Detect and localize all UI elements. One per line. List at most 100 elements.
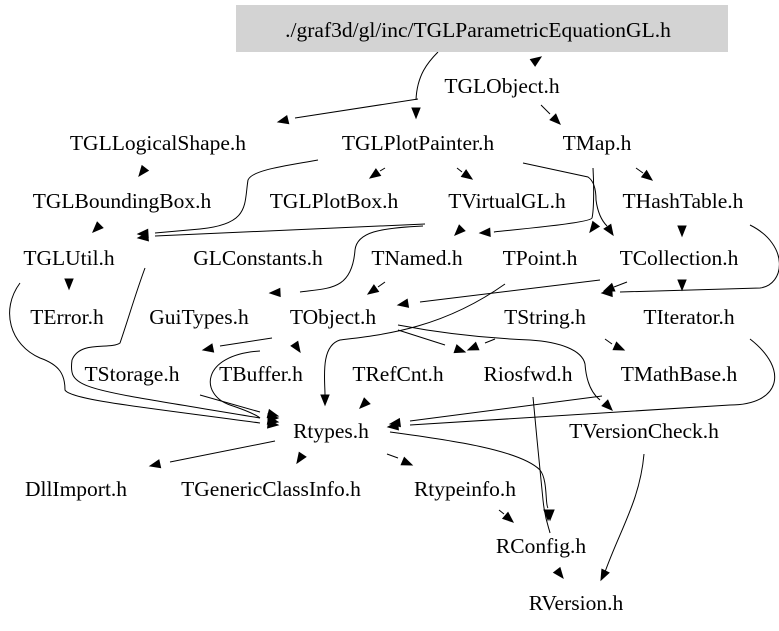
node-tglplotpainter[interactable]: TGLPlotPainter.h	[342, 131, 495, 155]
arrowhead-icon	[552, 566, 564, 580]
edge-line	[494, 167, 595, 233]
root-node-label[interactable]: ./graf3d/gl/inc/TGLParametricEquationGL.…	[285, 18, 671, 42]
node-tobject[interactable]: TObject.h	[290, 305, 376, 329]
node-tmathbase[interactable]: TMathBase.h	[621, 362, 738, 386]
edge-line	[377, 281, 386, 288]
arrowhead-icon	[400, 456, 414, 466]
edge-rconfig-to-rversion	[552, 566, 564, 580]
arrowhead-icon	[677, 279, 687, 292]
edge-tobject-to-tbuffer	[290, 340, 301, 354]
edge-line	[199, 394, 261, 413]
arrowhead-icon	[148, 459, 162, 469]
arrowhead-icon	[478, 227, 491, 238]
edge-rtypes-to-dllimport	[148, 440, 276, 469]
edge-line	[522, 162, 608, 227]
node-guitypes[interactable]: GuiTypes.h	[149, 305, 249, 329]
node-rconfig[interactable]: RConfig.h	[496, 534, 586, 558]
node-rtypes[interactable]: Rtypes.h	[293, 419, 369, 443]
arrowhead-icon	[589, 220, 601, 234]
node-dllimport[interactable]: DllImport.h	[25, 477, 127, 501]
edge-tversioncheck-to-rversion	[600, 453, 645, 582]
edge-line	[604, 453, 645, 573]
edge-line	[299, 225, 424, 293]
arrowhead-icon	[320, 394, 330, 407]
edge-line	[154, 223, 426, 237]
edge-line	[323, 283, 506, 396]
arrowhead-icon	[296, 451, 307, 465]
arrowhead-icon	[677, 225, 687, 238]
edge-line	[294, 98, 419, 119]
arrowhead-icon	[454, 224, 466, 236]
node-rversion[interactable]: RVersion.h	[529, 591, 624, 615]
edge-tcollection-to-titerator	[677, 279, 687, 292]
node-terror[interactable]: TError.h	[30, 305, 104, 329]
node-tbuffer[interactable]: TBuffer.h	[219, 362, 303, 386]
edge-tglplotpainter-to-tvirtualgl	[456, 167, 474, 180]
arrowhead-icon	[290, 340, 301, 354]
arrowhead-icon	[366, 284, 380, 295]
node-titerator[interactable]: TIterator.h	[643, 305, 735, 329]
edge-line	[635, 167, 644, 174]
arrowhead-icon	[460, 169, 474, 180]
node-tglutil[interactable]: TGLUtil.h	[23, 246, 115, 270]
arrowhead-icon	[138, 164, 150, 178]
edge-line	[484, 338, 496, 344]
node-tglboundingbox[interactable]: TGLBoundingBox.h	[33, 189, 212, 213]
edge-tstring-to-tmathbase	[604, 338, 626, 351]
edge-rtypes-to-tgenericclassinfo	[296, 451, 307, 465]
node-tnamed[interactable]: TNamed.h	[371, 246, 463, 270]
arrowhead-icon	[136, 232, 149, 242]
edge-line	[397, 329, 446, 346]
node-tvirtualgl[interactable]: TVirtualGL.h	[448, 189, 566, 213]
node-rtypeinfo[interactable]: Rtypeinfo.h	[414, 477, 516, 501]
node-glconstants[interactable]: GLConstants.h	[193, 246, 323, 270]
arrowhead-icon	[549, 113, 561, 125]
edge-tobject-to-tstorage	[201, 337, 273, 353]
edge-tcollection-to-tstring	[602, 281, 628, 292]
node-trefcnt[interactable]: TRefCnt.h	[352, 362, 444, 386]
edge-tglplotpainter-to-tcollection	[522, 162, 614, 237]
arrowhead-icon	[411, 107, 421, 120]
node-tversioncheck[interactable]: TVersionCheck.h	[569, 419, 719, 443]
node-tgenericclassinfo[interactable]: TGenericClassInfo.h	[181, 477, 361, 501]
node-thashtable[interactable]: THashTable.h	[623, 189, 744, 213]
edge-line	[169, 440, 276, 463]
arrowhead-icon	[640, 169, 654, 181]
arrowhead-icon	[92, 221, 104, 233]
edge-line	[379, 167, 386, 172]
arrowhead-icon	[388, 417, 401, 428]
edge-line	[409, 338, 776, 426]
edge-trefcnt-to-rtypes	[359, 397, 371, 409]
node-tglobject[interactable]: TGLObject.h	[444, 74, 559, 98]
edge-tobject-to-riosfwd	[397, 324, 613, 411]
arrowhead-icon	[603, 223, 614, 237]
arrowhead-icon	[268, 287, 281, 298]
edge-line	[532, 396, 551, 534]
edge-line	[498, 509, 505, 515]
edge-line	[619, 224, 779, 293]
edge-line	[154, 159, 319, 234]
edge-line	[604, 338, 613, 345]
root-node-box[interactable]	[236, 5, 728, 52]
node-tstorage[interactable]: TStorage.h	[85, 362, 180, 386]
edge-line	[613, 281, 628, 288]
node-tcollection[interactable]: TCollection.h	[620, 246, 739, 270]
arrowhead-icon	[453, 344, 467, 354]
edge-line	[409, 395, 603, 422]
edge-tglboundingbox-to-tglutil	[92, 221, 104, 233]
edge-tvirtualgl-to-guitypes	[268, 225, 424, 298]
edge-tmap-to-tpoint	[478, 167, 595, 238]
arrowhead-icon	[276, 114, 290, 125]
edge-line	[389, 431, 549, 509]
node-tpoint[interactable]: TPoint.h	[503, 246, 578, 270]
edge-tstorage-to-rtypes	[199, 394, 280, 419]
edge-line	[70, 267, 261, 419]
edge-line	[456, 167, 463, 173]
node-tgllogicalshape[interactable]: TGLLogicalShape.h	[70, 131, 246, 155]
node-tstring[interactable]: TString.h	[504, 305, 586, 329]
node-tglplotbox[interactable]: TGLPlotBox.h	[270, 189, 399, 213]
node-riosfwd[interactable]: Riosfwd.h	[484, 362, 573, 386]
arrowhead-icon	[266, 408, 280, 419]
node-tmap[interactable]: TMap.h	[563, 131, 632, 155]
arrowhead-icon	[600, 568, 610, 582]
